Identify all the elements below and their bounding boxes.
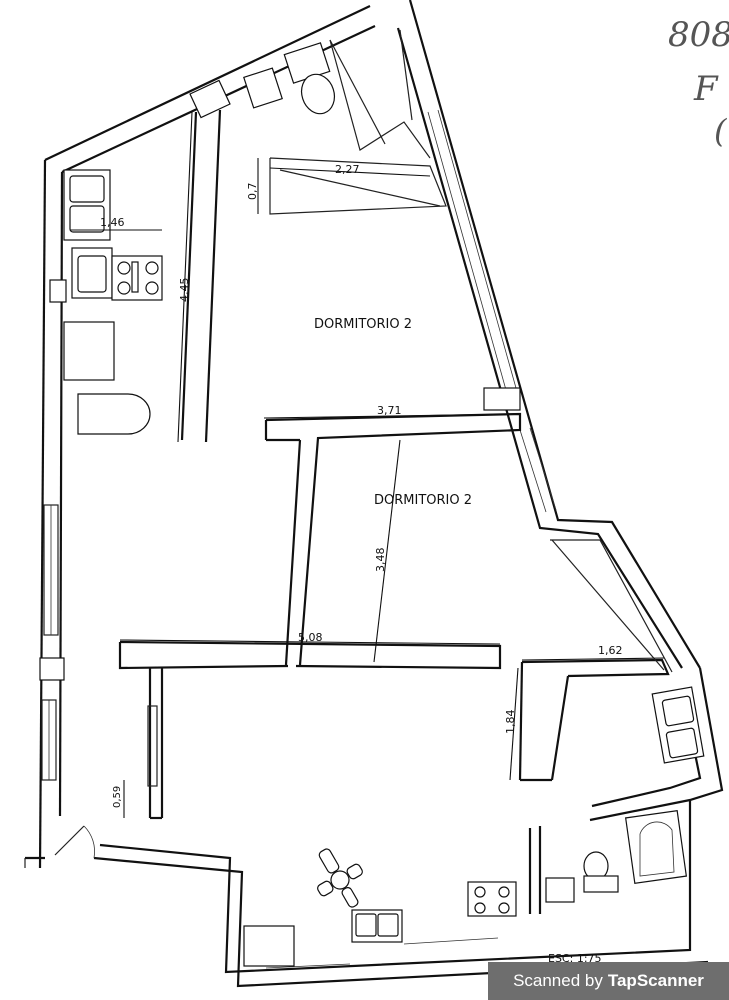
dimension-label: 5,08	[298, 631, 323, 644]
watermark-brand: TapScanner	[607, 971, 704, 990]
room-label-lower: DORMITORIO 2	[374, 493, 472, 508]
scanner-watermark: Scanned by TapScanner	[488, 962, 729, 1000]
room-label-upper: DORMITORIO 2	[314, 317, 412, 332]
interior-walls	[118, 29, 673, 914]
handwritten-note: F	[693, 69, 719, 109]
dimension-label: 3,71	[377, 404, 402, 417]
dimension-label: 2,27	[335, 163, 360, 176]
scale-note: ESC: 1:75	[548, 952, 602, 965]
dimension-label: 3,48	[374, 548, 387, 573]
dimension-label: 0,59	[112, 786, 123, 808]
dimension-label: 1,62	[598, 644, 623, 657]
fixtures	[63, 42, 705, 967]
dimension-label: 4,45	[178, 278, 191, 303]
watermark-prefix: Scanned by	[513, 971, 603, 990]
dimension-label: 1,84	[504, 710, 517, 735]
dimension-label: 1,46	[100, 216, 125, 229]
handwritten-note: (	[714, 112, 728, 150]
dimension-label: 0,7	[246, 183, 259, 201]
handwritten-note: 808	[668, 15, 729, 55]
exterior-walls	[38, 0, 724, 988]
dimension-lines	[70, 111, 665, 818]
entrance-door	[24, 825, 95, 868]
